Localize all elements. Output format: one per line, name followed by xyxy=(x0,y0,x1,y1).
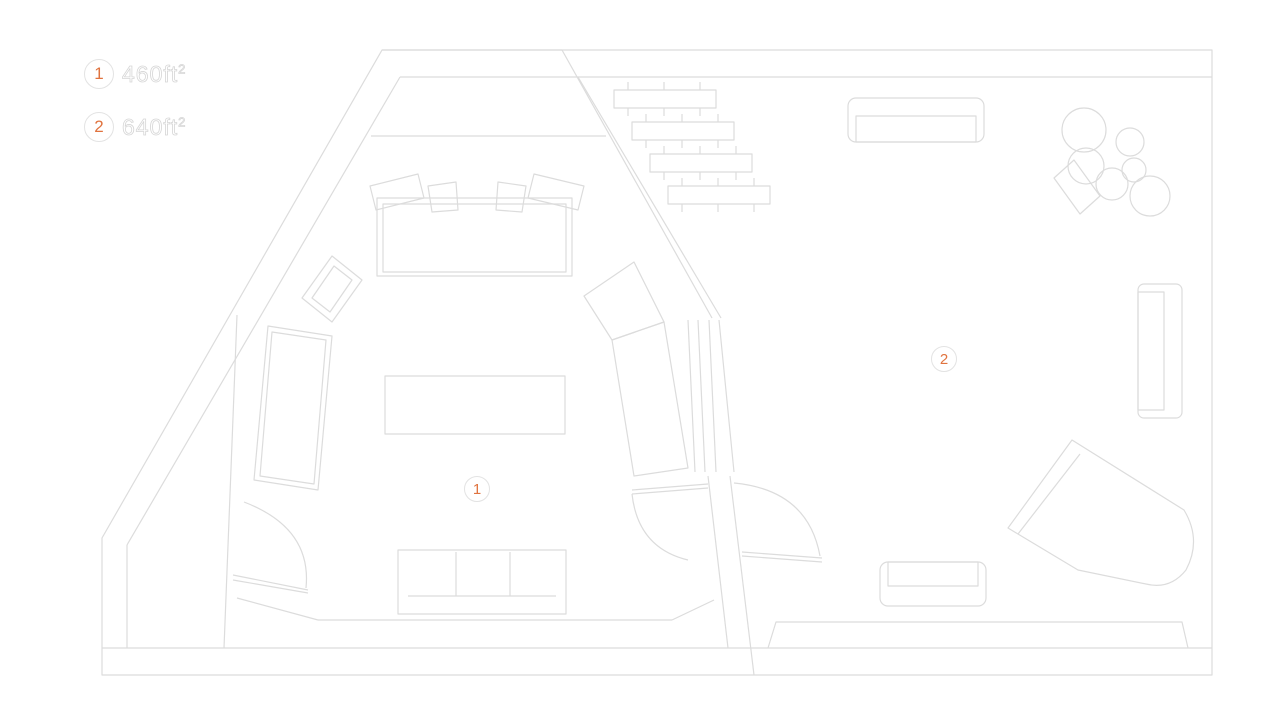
room-1-furniture xyxy=(253,173,689,615)
doors xyxy=(232,482,823,594)
round-table-4 xyxy=(1121,157,1147,183)
door-left xyxy=(232,574,309,594)
bench-left-inner xyxy=(259,331,327,485)
area-legend: 1 460ft2 2 640ft2 xyxy=(84,58,186,164)
legend-area-unit: ft xyxy=(163,60,179,87)
grand-piano-keys xyxy=(1017,453,1081,535)
room-1-left-wall xyxy=(223,314,238,649)
legend-area-text: 640ft2 xyxy=(122,113,187,141)
door-middle-swing xyxy=(631,493,689,561)
table-2 xyxy=(631,121,735,141)
legend-row-2: 2 640ft2 xyxy=(84,111,186,143)
table-chairs xyxy=(627,82,755,212)
legend-area-value: 640 xyxy=(122,113,164,140)
legend-area-exp: 2 xyxy=(178,113,187,129)
room-1-bottom-left xyxy=(236,597,319,621)
left-diagonal-inner xyxy=(126,76,401,546)
sofa-bottom-room-2-seat xyxy=(887,561,979,587)
round-table-5 xyxy=(1095,167,1129,201)
table-4 xyxy=(667,185,771,205)
room-label-1: 1 xyxy=(464,476,490,502)
partition-post-d xyxy=(718,319,735,473)
partition-post-c xyxy=(708,319,717,473)
sofa-right-room-2 xyxy=(1137,283,1183,419)
armchair-2 xyxy=(427,181,459,213)
tv-stand xyxy=(301,255,363,323)
legend-number-badge: 2 xyxy=(84,112,114,142)
legend-row-1: 1 460ft2 xyxy=(84,58,186,90)
legend-area-value: 460 xyxy=(122,60,164,87)
round-table-6 xyxy=(1129,175,1171,217)
partition-diagonal-outer xyxy=(561,49,713,319)
legend-area-text: 460ft2 xyxy=(122,60,187,88)
door-right xyxy=(741,551,823,563)
room-2-furniture xyxy=(613,89,1195,607)
partition-lower-left xyxy=(707,475,729,649)
room-1-bottom-right xyxy=(671,599,715,621)
sofa-top-room-2 xyxy=(847,97,985,143)
partition-post-a xyxy=(687,319,696,473)
table-3 xyxy=(649,153,753,173)
legend-number-badge: 1 xyxy=(84,59,114,89)
sofa-bottom-room-2 xyxy=(879,561,987,607)
round-table-1 xyxy=(1061,107,1107,153)
table-1 xyxy=(613,89,717,109)
room-2-bottom-platform xyxy=(767,621,1189,649)
sofa-top-room-1-inner xyxy=(382,203,567,273)
round-table-3 xyxy=(1067,147,1105,185)
sofa-right-room-2-seat xyxy=(1137,291,1165,411)
legend-area-exp: 2 xyxy=(178,60,187,76)
armchair-4 xyxy=(527,173,585,211)
sofa-top-room-1 xyxy=(376,197,573,277)
bench-right xyxy=(611,321,689,477)
legend-area-unit: ft xyxy=(163,113,179,140)
grand-piano xyxy=(1007,439,1195,586)
partition-post-b xyxy=(697,319,706,473)
bench-right-top xyxy=(583,261,665,341)
armchair-1 xyxy=(369,173,425,211)
sofa-top-room-2-seat xyxy=(855,115,977,143)
coffee-table xyxy=(384,375,566,435)
armchair-3 xyxy=(495,181,527,213)
room-label-2: 2 xyxy=(931,346,957,372)
partition-lower-right xyxy=(729,475,755,676)
tv-stand-inner xyxy=(311,265,353,313)
lounge-chair xyxy=(1053,159,1101,215)
sofa-bottom-room-1 xyxy=(397,549,567,615)
door-middle xyxy=(631,483,709,495)
walls xyxy=(101,49,1213,676)
door-right-swing xyxy=(733,482,821,557)
outer-wall-outline xyxy=(101,49,1213,676)
round-table-2 xyxy=(1115,127,1145,157)
door-left-swing xyxy=(243,501,308,589)
partition-diagonal-inner xyxy=(577,76,722,319)
bench-left xyxy=(253,325,333,491)
